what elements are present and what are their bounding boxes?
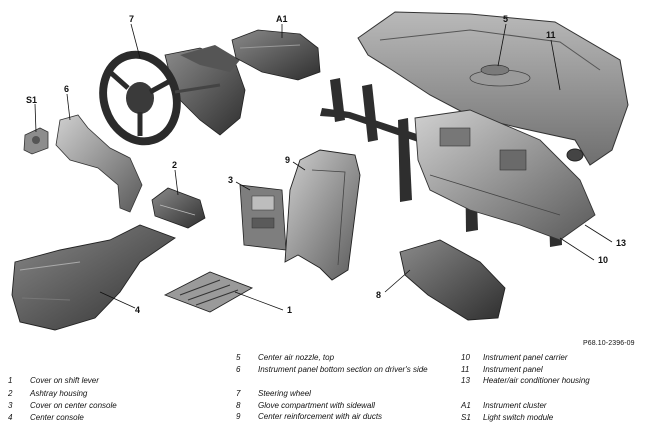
legend-item-number: 7 — [236, 389, 241, 398]
heater-ac-housing-part — [414, 109, 596, 241]
legend-item-text: Steering wheel — [258, 389, 311, 398]
legend-item-text: Ashtray housing — [30, 389, 88, 398]
legend-item-number: 13 — [461, 376, 470, 385]
legend-item-number: A1 — [461, 401, 471, 410]
center-air-nozzle-top-part — [480, 64, 510, 76]
figure-reference-code: P68.10-2396-09 — [583, 340, 635, 347]
legend-item-number: 9 — [236, 412, 241, 421]
light-switch-module-part — [23, 127, 49, 155]
instrument-panel-part — [357, 11, 629, 166]
glove-compartment-part — [399, 239, 506, 321]
legend-item-text: Center console — [30, 413, 84, 422]
callout-1: 1 — [287, 305, 293, 315]
legend-item-text: Cover on center console — [30, 401, 117, 410]
legend-item-text: Instrument panel carrier — [483, 353, 568, 362]
callout-10: 10 — [598, 255, 609, 265]
callout-3: 3 — [228, 175, 234, 185]
legend-item-number: 4 — [8, 413, 13, 422]
legend-item-text: Instrument panel bottom section on drive… — [258, 365, 428, 374]
callout-2: 2 — [172, 160, 178, 170]
callout-13: 13 — [616, 238, 627, 248]
legend-item-text: Instrument panel — [483, 365, 543, 374]
legend-item-number: S1 — [461, 413, 471, 422]
callout-a1: A1 — [276, 14, 288, 24]
legend-item-text: Cover on shift lever — [30, 376, 99, 385]
legend-item-text: Center reinforcement with air ducts — [258, 412, 383, 421]
exploded-diagram — [11, 11, 629, 331]
legend-item-text: Instrument cluster — [483, 401, 547, 410]
ashtray-housing-part — [151, 187, 206, 229]
legend-item-number: 8 — [236, 401, 241, 410]
legend-item-text: Glove compartment with sidewall — [258, 401, 375, 410]
center-reinforcement-part — [284, 149, 361, 281]
legend-item-number: 2 — [8, 389, 13, 398]
legend-item-number: 11 — [461, 365, 470, 374]
legend-item-number: 10 — [461, 353, 470, 362]
callout-7: 7 — [129, 14, 135, 24]
legend-item-number: 1 — [8, 376, 13, 385]
callout-8: 8 — [376, 290, 382, 300]
callout-5: 5 — [503, 14, 509, 24]
panel-bottom-driver-part — [55, 114, 143, 213]
leader-lines — [34, 23, 613, 311]
callout-9: 9 — [285, 155, 291, 165]
legend-item-number: 5 — [236, 353, 241, 362]
center-console-part — [11, 224, 176, 331]
instrument-cluster-part — [231, 29, 321, 81]
legend-item-text: Light switch module — [483, 413, 554, 422]
legend-item-number: 3 — [8, 401, 13, 410]
shift-lever-cover-part — [163, 271, 254, 313]
legend-item-text: Center air nozzle, top — [258, 353, 335, 362]
legend-item-number: 6 — [236, 365, 241, 374]
steering-wheel-part — [99, 45, 246, 146]
legend-item-text: Heater/air conditioner housing — [483, 376, 590, 385]
diagram-artwork — [11, 11, 629, 331]
callout-11: 11 — [546, 30, 556, 40]
callout-s1: S1 — [26, 95, 38, 105]
center-console-cover-part — [239, 184, 287, 251]
callout-6: 6 — [64, 84, 70, 94]
callout-4: 4 — [135, 305, 141, 315]
